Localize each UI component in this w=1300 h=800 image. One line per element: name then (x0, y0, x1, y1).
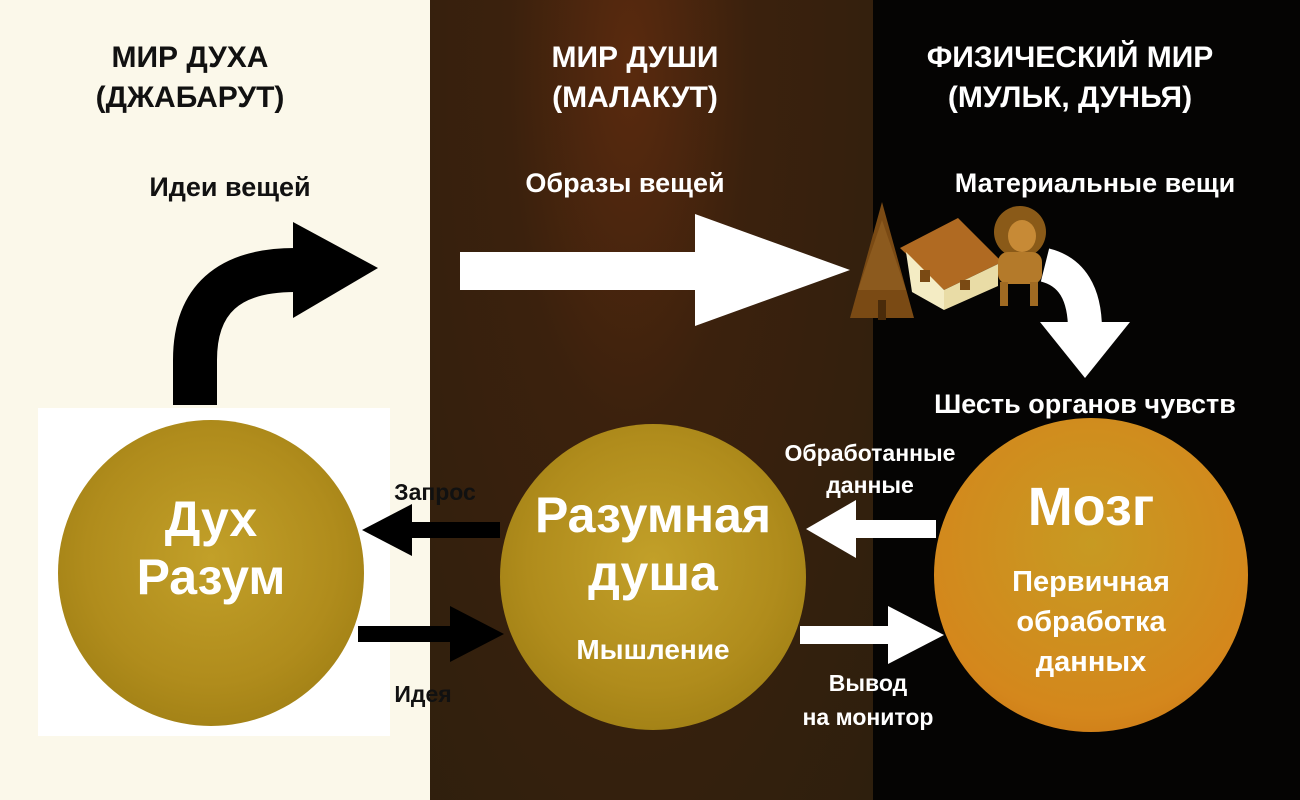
output-line1: Вывод (828, 670, 908, 696)
lion-icon (994, 206, 1046, 306)
request-arrow (362, 504, 500, 556)
soul-circle-line1: Разумная (534, 487, 772, 543)
brain-sub-line2: обработка (1016, 606, 1166, 638)
soul-circle-text: Разумная душа (500, 486, 806, 602)
idea-label: Идея (394, 681, 452, 707)
output-arrow (800, 606, 944, 664)
thinking-label: Мышление (576, 634, 730, 665)
spirit-world-title: МИР ДУХА (ДЖАБАРУТ) (60, 38, 320, 118)
spirit-circle-line1: Дух (164, 491, 258, 547)
output-label: Вывод на монитор (778, 666, 958, 734)
idea-arrow (358, 606, 504, 662)
physical-world-title: ФИЗИЧЕСКИЙ МИР (МУЛЬК, ДУНЬЯ) (905, 38, 1235, 118)
brain-sub-text: Первичная обработка данных (934, 562, 1248, 682)
request-label: Запрос (394, 479, 476, 505)
physical-world-title-line2: (МУЛЬК, ДУНЬЯ) (947, 81, 1193, 114)
physical-world-title-line1: ФИЗИЧЕСКИЙ МИР (926, 41, 1214, 74)
tree-icon (850, 202, 914, 320)
processed-data-line1: Обработанные (784, 440, 956, 466)
soul-circle-line2: душа (588, 545, 718, 601)
curved-arrow-down (1039, 248, 1130, 378)
rational-soul-circle (500, 424, 806, 730)
processed-data-arrow (806, 500, 936, 558)
curved-arrow-up (173, 222, 378, 405)
soul-world-title-line2: (МАЛАКУТ) (552, 81, 718, 114)
spirit-circle-line2: Разум (136, 549, 286, 605)
processed-data-label: Обработанные данные (760, 437, 980, 501)
house-icon (900, 218, 1002, 310)
senses-label: Шесть органов чувств (934, 389, 1236, 419)
brain-sub-line1: Первичная (1012, 566, 1170, 598)
soul-world-title: МИР ДУШИ (МАЛАКУТ) (510, 38, 760, 118)
output-line2: на монитор (802, 704, 934, 730)
ideas-caption: Идеи вещей (149, 172, 311, 202)
spirit-circle-text: Дух Разум (58, 490, 364, 606)
spirit-reason-circle (58, 420, 364, 726)
processed-data-line2: данные (826, 472, 914, 498)
soul-world-title-line1: МИР ДУШИ (551, 41, 719, 74)
spirit-world-title-line2: (ДЖАБАРУТ) (95, 81, 285, 114)
brain-circle (934, 418, 1248, 732)
big-white-arrow (460, 214, 850, 326)
brain-title: Мозг (1027, 477, 1155, 537)
material-caption: Материальные вещи (954, 168, 1236, 198)
spirit-world-title-line1: МИР ДУХА (111, 41, 269, 74)
material-things-illustration (850, 202, 1046, 320)
images-caption: Образы вещей (525, 168, 725, 198)
brain-sub-line3: данных (1035, 646, 1147, 678)
